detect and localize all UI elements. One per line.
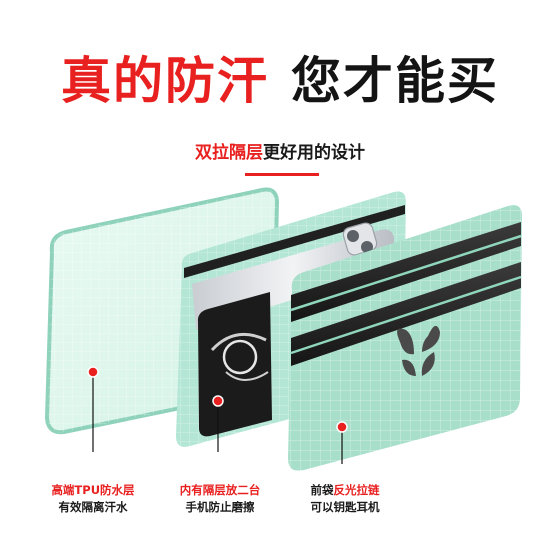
red-dot-marker-icon	[336, 421, 348, 433]
butterfly-logo-icon	[397, 325, 440, 376]
caption-front-detail: 可以钥匙耳机	[310, 500, 380, 514]
headline: 真的防汗 您才能买	[0, 42, 560, 112]
caption-tpu-title: 高端TPU防水层	[51, 483, 135, 497]
subheadline: 双拉隔层 更好用的设计	[0, 134, 560, 166]
red-dot-marker-icon	[212, 395, 224, 407]
headline-highlight: 真的防汗	[61, 52, 269, 110]
subheadline-underline	[245, 173, 319, 176]
caption-middle-layer: 内有隔层放二台 手机防止磨擦	[150, 482, 290, 516]
caption-middle-detail: 手机防止磨擦	[185, 500, 255, 514]
caption-tpu-layer: 高端TPU防水层 有效隔离汗水	[28, 482, 158, 516]
caption-front-pocket: 前袋反光拉链 可以钥匙耳机	[285, 482, 405, 516]
leader-line-middle	[212, 395, 224, 452]
leader-line-front	[336, 421, 348, 464]
caption-front-prefix: 前袋	[310, 483, 334, 497]
caption-middle-title: 内有隔层放二台	[179, 483, 261, 497]
headline-rest: 您才能买	[291, 52, 499, 110]
caption-front-title: 反光拉链	[333, 483, 380, 497]
leader-line-tpu	[87, 366, 99, 452]
caption-tpu-detail: 有效隔离汗水	[58, 500, 128, 514]
red-dot-marker-icon	[87, 366, 99, 378]
subheadline-highlight: 双拉隔层	[195, 142, 263, 163]
subheadline-rest: 更好用的设计	[263, 142, 365, 163]
